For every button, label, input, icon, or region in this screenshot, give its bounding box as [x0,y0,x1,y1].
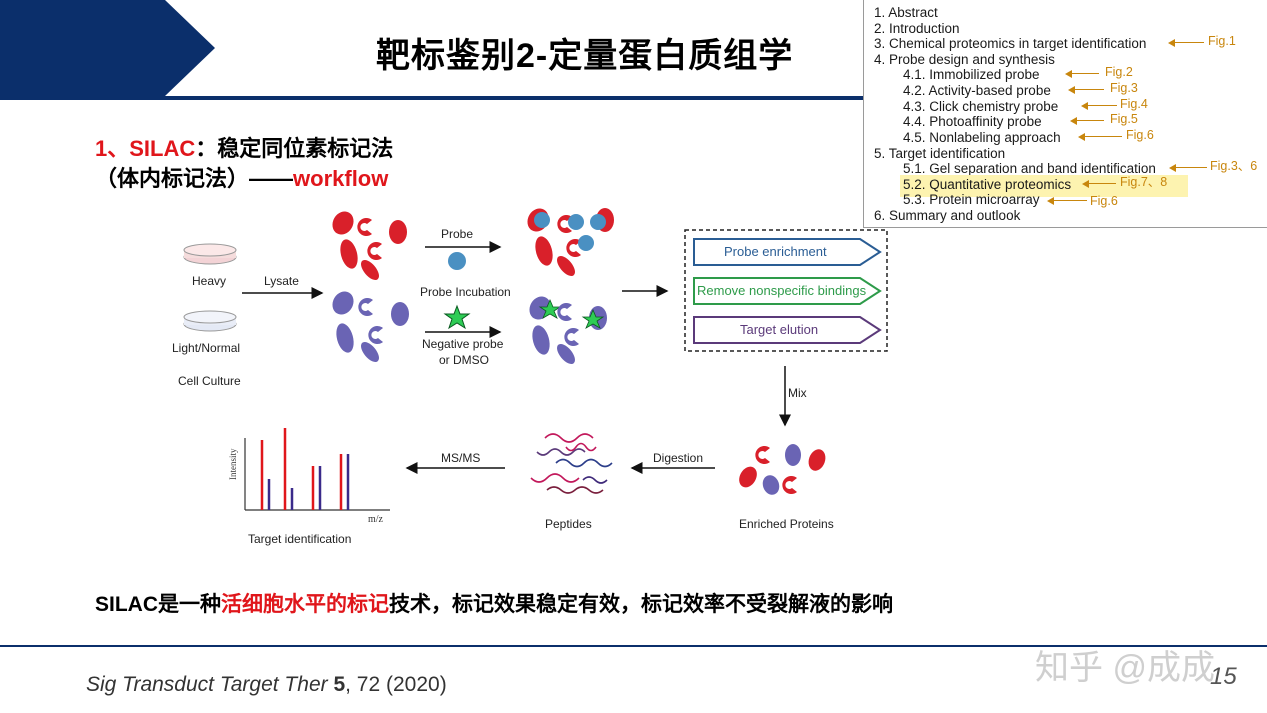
target-identification-label: Target identification [248,532,352,546]
subheading-text: （体内标记法）—— [95,166,294,191]
corner-decoration [0,0,215,96]
outline-item-highlighted: 5.2. Quantitative proteomics [903,177,1072,192]
watermark: 知乎 @成成 [1035,649,1215,687]
arrow-left-icon [1068,86,1075,94]
probe-label: Probe [441,227,474,241]
lysate-label: Lysate [264,274,299,288]
highlight-band [900,175,1188,197]
arrow-left-icon [1078,133,1085,141]
arrow-line [1086,183,1116,184]
arrow-left-icon [1169,164,1176,172]
fig-ref: Fig.5 [1110,112,1138,126]
mz-axis-label: m/z [368,514,384,525]
peptides-label: Peptides [545,517,592,531]
arrow-left-icon [1070,117,1077,125]
negative-probe-label: Negative probe [422,337,504,351]
section-heading: 1、SILAC：稳定同位素标记法 [95,131,393,163]
outline-item: 6. Summary and outlook [874,208,1021,223]
cell-culture-label: Cell Culture [178,374,241,388]
arrow-left-icon [1168,39,1175,47]
outline-item: 4.3. Click chemistry probe [903,99,1059,114]
arrow-line [1082,136,1122,137]
fig-ref: Fig.7、8 [1120,175,1168,189]
target-elution-label: Target elution [740,322,819,337]
light-dish-icon [183,310,237,332]
slide-title: 靶标鉴别2-定量蛋白质组学 [376,37,794,75]
arrow-line [1173,167,1207,168]
citation-rest: , 72 (2020) [345,673,447,696]
probe-bound-proteins-icon [527,208,614,276]
outline-item: 5. Target identification [874,146,1006,161]
arrow-left-icon [1047,197,1054,205]
citation: Sig Transduct Target Ther 5, 72 (2020) [86,673,447,697]
outline-item: 5.3. Protein microarray [903,192,1040,207]
light-label: Light/Normal [172,341,241,355]
outline-item: 4.1. Immobilized probe [903,67,1040,82]
arrow-line [1072,89,1104,90]
fig-ref: Fig.3 [1110,81,1138,95]
probe-icon [448,252,466,270]
fig-ref: Fig.6 [1090,194,1118,208]
summary-highlight: 活细胞水平的标记 [221,593,389,616]
light-proteins-icon [332,291,409,362]
fig-ref: Fig.6 [1126,128,1154,142]
dmso-label: or DMSO [439,353,490,367]
msms-label: MS/MS [441,451,481,465]
outline-item: 5.1. Gel separation and band identificat… [903,161,1156,176]
ms-spectrum-icon [244,428,390,511]
outline-panel: 1. Abstract 2. Introduction 3. Chemical … [863,0,1267,228]
probe-enrichment-label: Probe enrichment [724,244,827,259]
arrow-left-icon [1065,70,1072,78]
remove-step-arrow [693,277,882,305]
arrow-left-icon [1081,102,1088,110]
enriched-proteins-icon [739,444,826,495]
fig-ref: Fig.2 [1105,65,1133,79]
fig-ref: Fig.4 [1120,97,1148,111]
arrow-left-icon [1082,180,1089,188]
summary-text: SILAC是一种活细胞水平的标记技术，标记效果稳定有效，标记效率不受裂解液的影响 [95,588,893,618]
citation-journal: Sig Transduct Target Ther [86,673,334,696]
mix-label: Mix [788,386,807,400]
arrow-line [1085,105,1117,106]
page-number: 15 [1210,663,1237,690]
probe-incubation-label: Probe Incubation [420,285,511,299]
peptides-icon [530,433,613,494]
arrow-line [1051,200,1087,201]
outline-item: 4.2. Activity-based probe [903,83,1051,98]
outline-item: 3. Chemical proteomics in target identif… [874,36,1147,51]
enriched-proteins-label: Enriched Proteins [739,517,834,531]
outline-item: 4.5. Nonlabeling approach [903,130,1061,145]
subheading-red: workflow [293,166,389,191]
summary-part3: 技术，标记效果稳定有效，标记效率不受裂解液的影响 [389,593,893,616]
enrichment-box [684,229,888,352]
elution-step-arrow [693,316,882,344]
heading-text: ：稳定同位素标记法 [195,136,394,161]
fig-ref: Fig.3、6 [1210,159,1258,173]
arrow-line [1074,120,1104,121]
negative-probe-proteins-icon [529,296,607,364]
heading-number: 1、SILAC [95,136,196,161]
footer-rule [0,645,1267,647]
arrow-line [1172,42,1204,43]
section-subheading: （体内标记法）——workflow [95,161,388,193]
outline-item: 4. Probe design and synthesis [874,52,1055,67]
enrichment-step-arrow [693,238,882,266]
heavy-dish-icon [183,243,237,265]
heavy-label: Heavy [192,274,227,288]
remove-nonspecific-label: Remove nonspecific bindings [697,283,867,298]
fig-ref: Fig.1 [1208,34,1236,48]
summary-part1: SILAC是一种 [95,593,221,616]
star-icon [443,304,471,330]
digestion-label: Digestion [653,451,704,465]
outline-item: 1. Abstract [874,5,938,20]
outline-item: 2. Introduction [874,21,960,36]
heavy-proteins-icon [332,211,407,280]
citation-volume: 5 [333,673,346,696]
title-underline [0,96,865,100]
arrow-line [1069,73,1099,74]
outline-item: 4.4. Photoaffinity probe [903,114,1042,129]
intensity-axis-label: Intensity [228,448,238,480]
